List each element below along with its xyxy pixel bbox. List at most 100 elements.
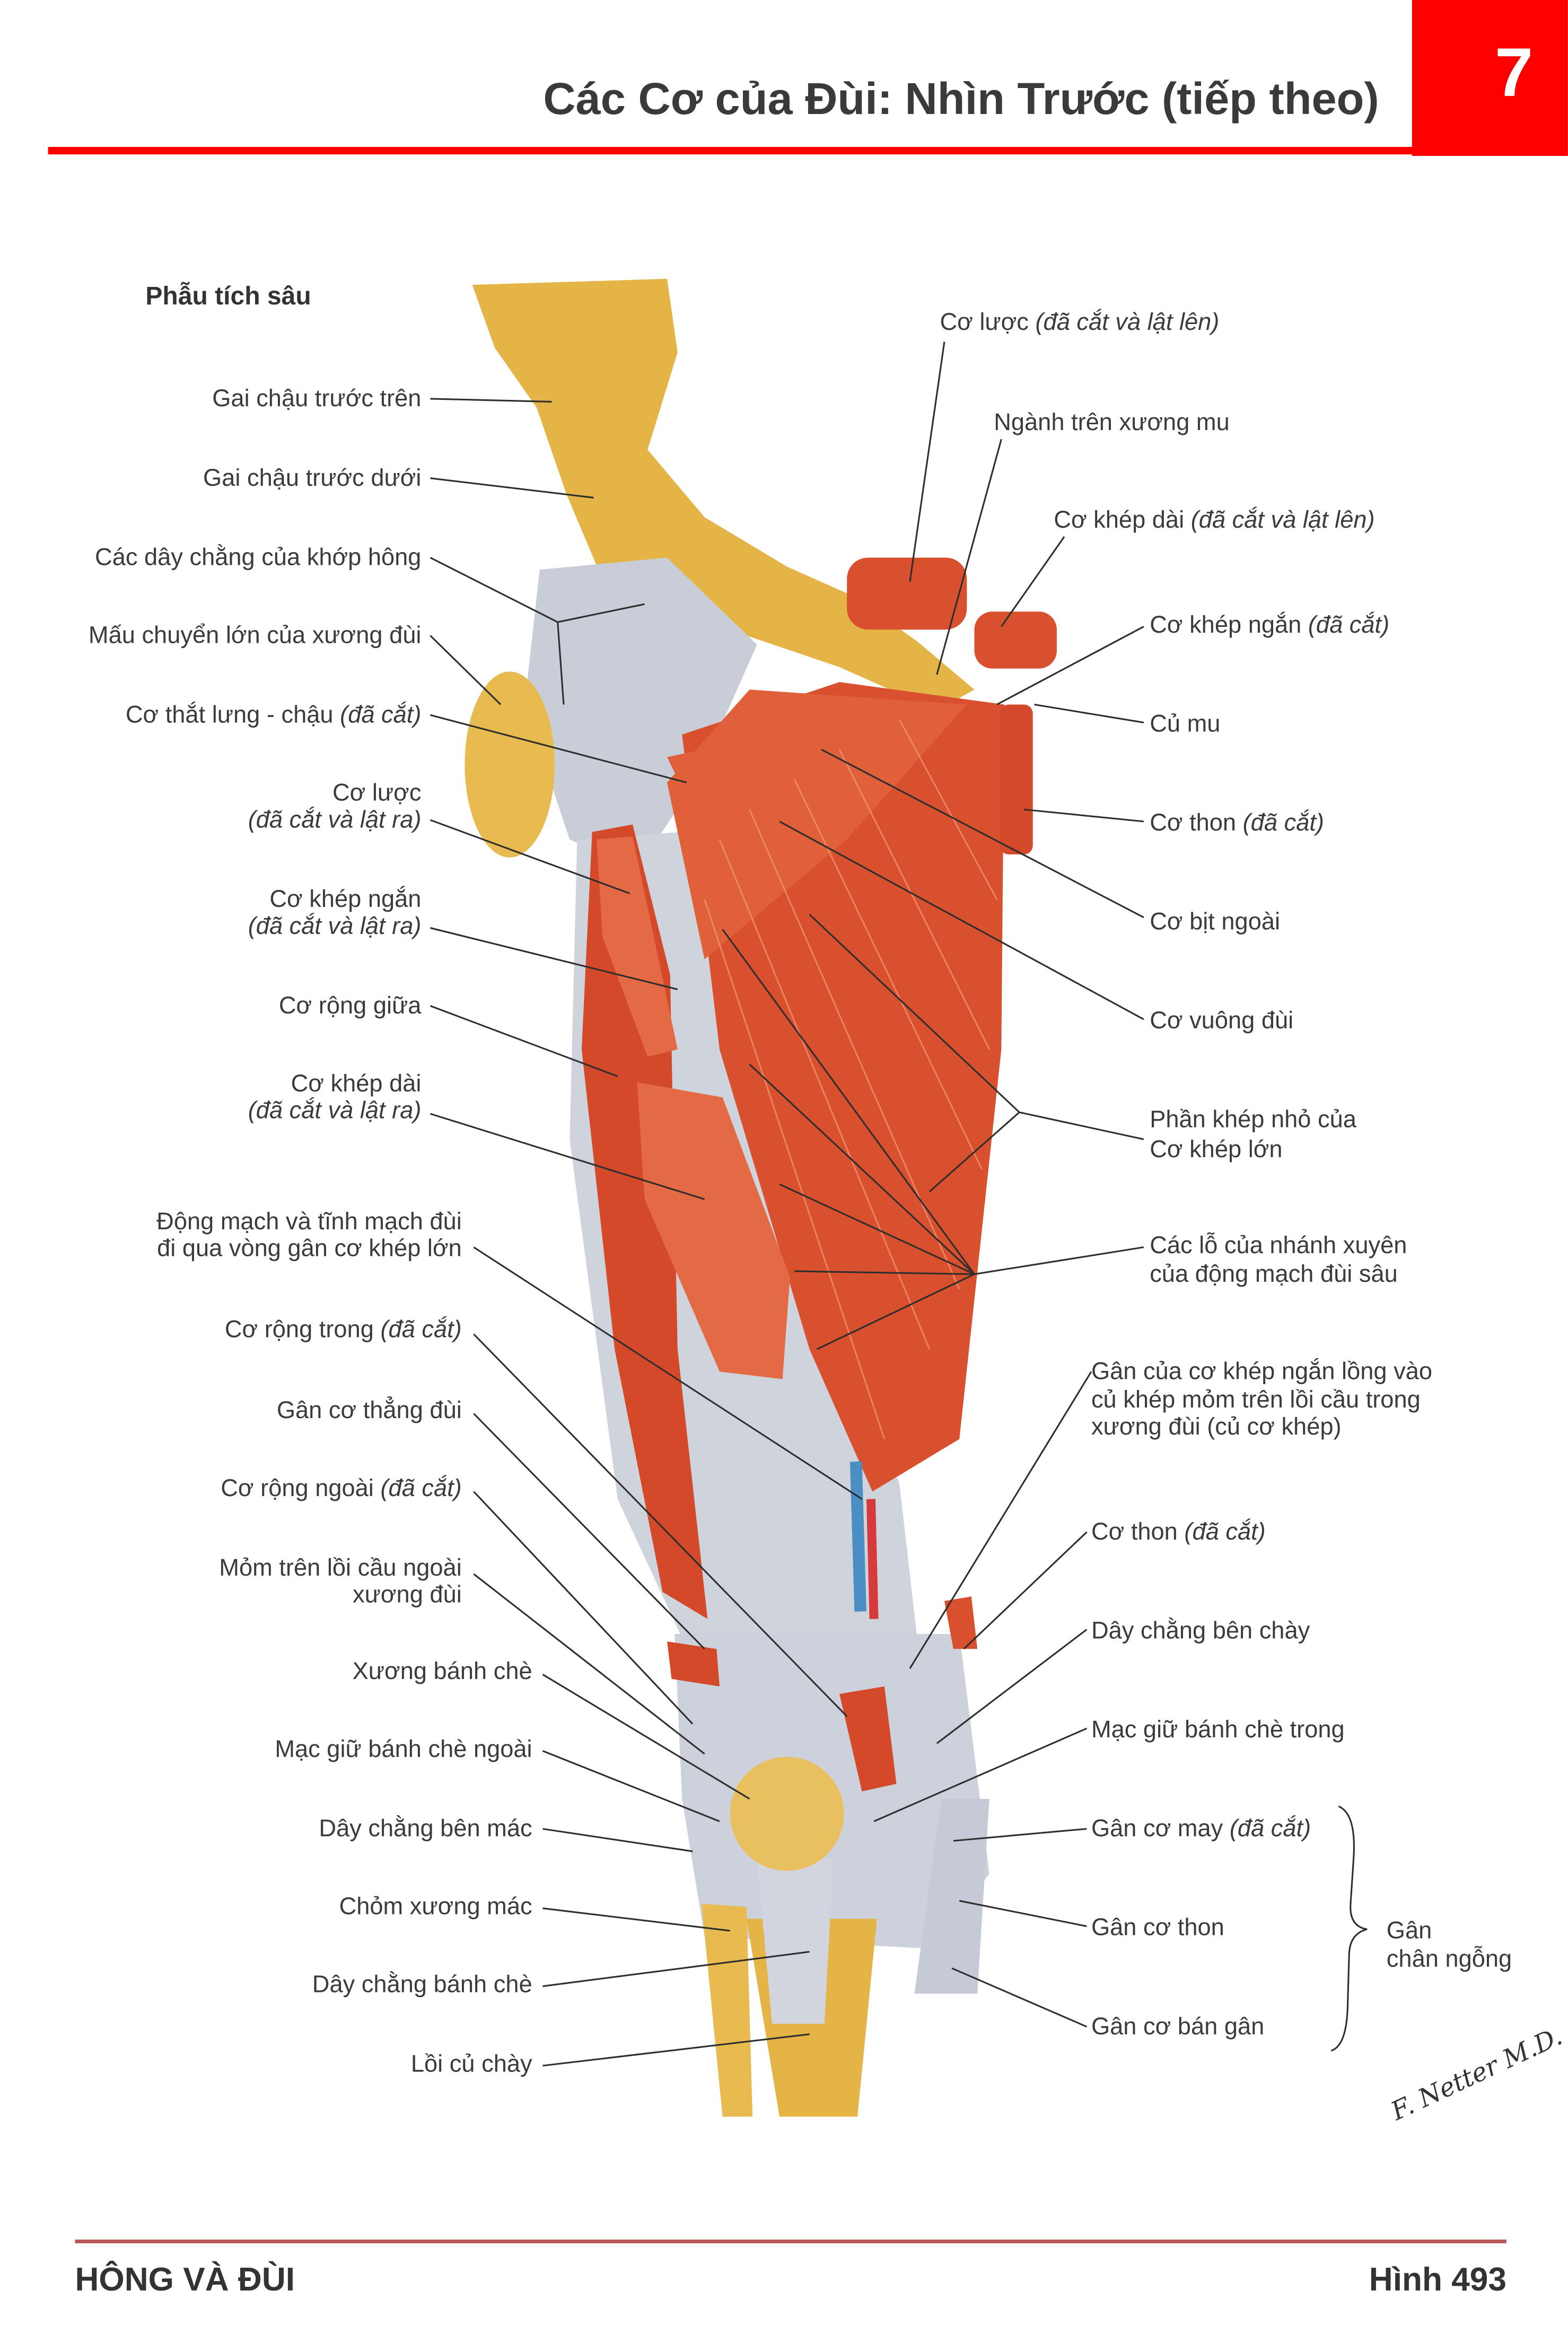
label: Dây chằng bên chày bbox=[1091, 1617, 1310, 1644]
label: Chỏm xương mác bbox=[339, 1893, 532, 1920]
label: Cơ rộng trong (đã cắt) bbox=[225, 1315, 462, 1342]
leader-line bbox=[928, 1112, 1020, 1193]
label: Cơ bịt ngoài bbox=[1150, 908, 1280, 935]
label-note: (đã cắt) bbox=[380, 1315, 461, 1342]
label: Xương bánh chè bbox=[353, 1657, 532, 1684]
femoral-vein bbox=[849, 1461, 866, 1612]
label-note: (đã cắt và lật ra) bbox=[248, 806, 422, 833]
label: Gân cơ thẳng đùi bbox=[277, 1396, 462, 1423]
leader-line bbox=[779, 1183, 975, 1275]
label: Gân cơ thon bbox=[1091, 1913, 1224, 1940]
leader-line bbox=[473, 1333, 848, 1717]
leader-line bbox=[959, 1900, 1087, 1927]
greater-trochanter bbox=[465, 671, 555, 858]
label-note: (đã cắt) bbox=[1230, 1815, 1311, 1842]
leader-line bbox=[473, 1246, 863, 1500]
leader-line bbox=[430, 819, 630, 895]
patellar-ligament bbox=[757, 1859, 834, 2024]
leader-line bbox=[873, 1727, 1088, 1822]
artist-signature: F. Netter M.D. bbox=[1386, 2021, 1567, 2127]
pes-anserinus bbox=[914, 1798, 989, 1994]
label-note: (đã cắt) bbox=[1184, 1518, 1265, 1545]
leader-line bbox=[542, 1951, 810, 1987]
group-label: Gân bbox=[1387, 1917, 1432, 1944]
label-text: Cơ thon bbox=[1150, 809, 1236, 836]
label: Ngành trên xương mu bbox=[994, 408, 1230, 435]
label-note: (đã cắt) bbox=[1308, 611, 1389, 638]
leader-line bbox=[430, 1113, 705, 1200]
header-rule bbox=[48, 147, 1415, 155]
leader-line bbox=[542, 1750, 720, 1822]
group-label: chân ngỗng bbox=[1387, 1945, 1512, 1972]
label: Mạc giữ bánh chè ngoài bbox=[275, 1735, 532, 1762]
label: Cơ khép dài (đã cắt và lật lên) bbox=[1054, 506, 1374, 533]
leader-line bbox=[430, 398, 552, 403]
label: xương đùi (củ cơ khép) bbox=[1091, 1413, 1342, 1440]
label: Dây chằng bên mác bbox=[319, 1815, 532, 1842]
label-text: Gân cơ may bbox=[1091, 1815, 1223, 1842]
psoas-stump bbox=[667, 749, 732, 810]
right-labels: Cơ lược (đã cắt và lật lên) Ngành trên x… bbox=[940, 308, 1512, 2040]
label-text: Cơ thắt lưng - chậu bbox=[126, 701, 334, 728]
leader-line bbox=[963, 1531, 1088, 1650]
label: Cơ khép ngắn bbox=[269, 885, 421, 912]
label: Gân của cơ khép ngắn lồng vào bbox=[1091, 1358, 1432, 1385]
leader-line bbox=[430, 1005, 618, 1077]
label: Cơ thon (đã cắt) bbox=[1091, 1518, 1266, 1545]
thigh-illustration bbox=[465, 278, 1057, 2117]
leader-line bbox=[1023, 808, 1144, 823]
adductor-longus-stump bbox=[974, 611, 1057, 669]
leader-line bbox=[430, 557, 645, 623]
label: Gân cơ bán gân bbox=[1091, 2013, 1264, 2040]
vastus-lateralis-stump bbox=[667, 1641, 720, 1686]
footer-figure-number: Hình 493 bbox=[1369, 2261, 1506, 2298]
label: Cơ rộng giữa bbox=[279, 992, 422, 1019]
leader-line bbox=[542, 1674, 750, 1800]
label-note: (đã cắt và lật lên) bbox=[1036, 308, 1220, 335]
leader-line bbox=[430, 714, 687, 784]
leader-line bbox=[430, 927, 678, 991]
pectineus-reflected bbox=[597, 836, 678, 1057]
label: Cơ khép dài bbox=[291, 1070, 422, 1097]
label: đi qua vòng gân cơ khép lớn bbox=[157, 1235, 462, 1262]
leader-line bbox=[936, 439, 1002, 675]
label: Cơ thắt lưng - chậu (đã cắt) bbox=[126, 701, 422, 728]
section-title: Phẫu tích sâu bbox=[145, 282, 311, 310]
patella bbox=[730, 1756, 844, 1871]
vastus-intermedius bbox=[581, 824, 708, 1619]
label-text: Cơ rộng trong bbox=[225, 1315, 374, 1342]
label-text: Cơ thon bbox=[1091, 1518, 1178, 1545]
label: Cơ khép ngắn (đã cắt) bbox=[1150, 611, 1389, 638]
label: Cơ lược (đã cắt và lật lên) bbox=[940, 308, 1219, 335]
leader-lines bbox=[430, 342, 1368, 2067]
label: Động mạch và tĩnh mạch đùi bbox=[156, 1208, 462, 1235]
leader-line bbox=[542, 1907, 730, 1932]
leader-line bbox=[430, 635, 502, 705]
label-note: (đã cắt) bbox=[380, 1474, 461, 1501]
label: của động mạch đùi sâu bbox=[1150, 1260, 1398, 1287]
leader-line bbox=[936, 1629, 1088, 1744]
label: Các dây chằng của khớp hông bbox=[95, 544, 421, 571]
label-text: Cơ lược bbox=[940, 308, 1028, 335]
gracilis-stump bbox=[1000, 704, 1033, 855]
pes-anserinus-brace bbox=[1330, 1805, 1368, 2052]
leader-line bbox=[951, 1967, 1088, 2028]
leader-line bbox=[996, 626, 1144, 705]
label: Cơ lược bbox=[332, 779, 421, 806]
leader-line bbox=[473, 1491, 694, 1725]
label-text: Cơ khép ngắn bbox=[1150, 611, 1301, 638]
gracilis-cut-tendon bbox=[944, 1596, 978, 1649]
leader-line bbox=[542, 1828, 693, 1852]
label: Mỏm trên lồi cầu ngoài bbox=[219, 1554, 461, 1581]
label-text: Cơ khép dài bbox=[1054, 506, 1184, 533]
label-note: (đã cắt và lật lên) bbox=[1191, 506, 1375, 533]
footer-rule bbox=[75, 2240, 1506, 2244]
page-title: Các Cơ của Đùi: Nhìn Trước (tiếp theo) bbox=[543, 73, 1379, 124]
label: Gai chậu trước trên bbox=[212, 384, 421, 412]
label: Cơ rộng ngoài (đã cắt) bbox=[221, 1474, 461, 1501]
label: Các lỗ của nhánh xuyên bbox=[1150, 1231, 1407, 1258]
leader-line bbox=[1001, 536, 1065, 627]
leader-line bbox=[909, 342, 945, 582]
label-note: (đã cắt và lật ra) bbox=[248, 912, 422, 939]
label: Cơ thon (đã cắt) bbox=[1150, 809, 1324, 836]
